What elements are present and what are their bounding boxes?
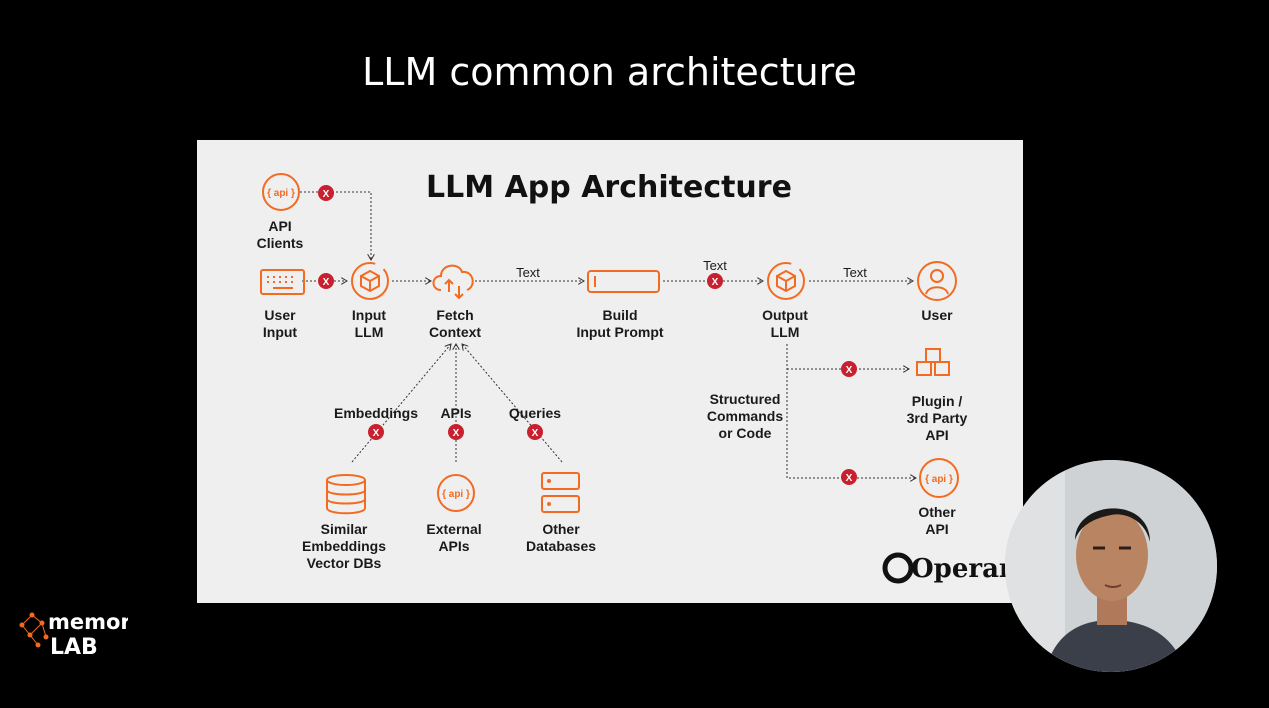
edge-label-text: Text bbox=[516, 265, 540, 280]
presenter-image bbox=[1005, 460, 1217, 672]
user-icon bbox=[917, 261, 957, 301]
svg-text:X: X bbox=[846, 473, 853, 484]
connectors bbox=[300, 191, 916, 478]
svg-text:X: X bbox=[532, 428, 539, 439]
memore-lab-logo: memore LAB bbox=[19, 610, 128, 660]
memore-wordmark: memore bbox=[48, 610, 128, 634]
api-icon: { api } bbox=[919, 458, 959, 498]
api-icon: { api } bbox=[262, 173, 300, 211]
svg-text:X: X bbox=[846, 365, 853, 376]
edge-label-embeddings: Embeddings bbox=[334, 405, 418, 421]
edge-label-apis: APIs bbox=[440, 405, 471, 421]
svg-text:Operant: Operant bbox=[911, 554, 1023, 584]
network-icon bbox=[19, 612, 49, 648]
svg-text:X: X bbox=[323, 189, 330, 200]
blocked-marker-api-clients: X bbox=[318, 185, 334, 201]
llm-cube-icon bbox=[767, 262, 805, 300]
keyboard-icon bbox=[260, 269, 305, 295]
blocked-marker-queries: X bbox=[527, 424, 543, 440]
database-icon bbox=[326, 474, 366, 515]
svg-text:X: X bbox=[323, 277, 330, 288]
plugin-cubes-icon bbox=[916, 348, 950, 376]
slide-title: LLM common architecture bbox=[362, 50, 857, 94]
blocked-marker-apis: X bbox=[448, 424, 464, 440]
diagram-panel: LLM App Architecture X X X X X X X X Tex… bbox=[197, 140, 1023, 603]
blocked-markers: X X X X X X X X bbox=[318, 185, 857, 485]
api-icon: { api } bbox=[437, 474, 475, 512]
svg-text:X: X bbox=[712, 277, 719, 288]
edge-label-text: Text bbox=[703, 258, 727, 273]
blocked-marker-other-api: X bbox=[841, 469, 857, 485]
server-icon bbox=[541, 472, 580, 513]
architecture-diagram: LLM App Architecture X X X X X X X X Tex… bbox=[257, 170, 1023, 584]
edge-label-queries: Queries bbox=[509, 405, 561, 421]
blocked-marker-plugin: X bbox=[841, 361, 857, 377]
cloud-fetch-icon bbox=[432, 264, 474, 300]
svg-text:{ api }: { api } bbox=[925, 474, 953, 485]
operant-logo: Operant bbox=[882, 552, 1023, 584]
svg-text:X: X bbox=[373, 428, 380, 439]
webcam-video bbox=[1005, 460, 1217, 672]
svg-text:X: X bbox=[453, 428, 460, 439]
svg-text:{ api }: { api } bbox=[442, 489, 470, 500]
prompt-input-icon bbox=[587, 270, 660, 293]
diagram-title: LLM App Architecture bbox=[426, 170, 792, 205]
node-label-user: User bbox=[921, 307, 953, 323]
blocked-marker-embeddings: X bbox=[368, 424, 384, 440]
llm-cube-icon bbox=[351, 262, 389, 300]
blocked-marker-user-input: X bbox=[318, 273, 334, 289]
lab-wordmark: LAB bbox=[50, 635, 98, 660]
edge-label-text: Text bbox=[843, 265, 867, 280]
blocked-marker-output-text: X bbox=[707, 273, 723, 289]
svg-text:{ api }: { api } bbox=[267, 188, 295, 199]
